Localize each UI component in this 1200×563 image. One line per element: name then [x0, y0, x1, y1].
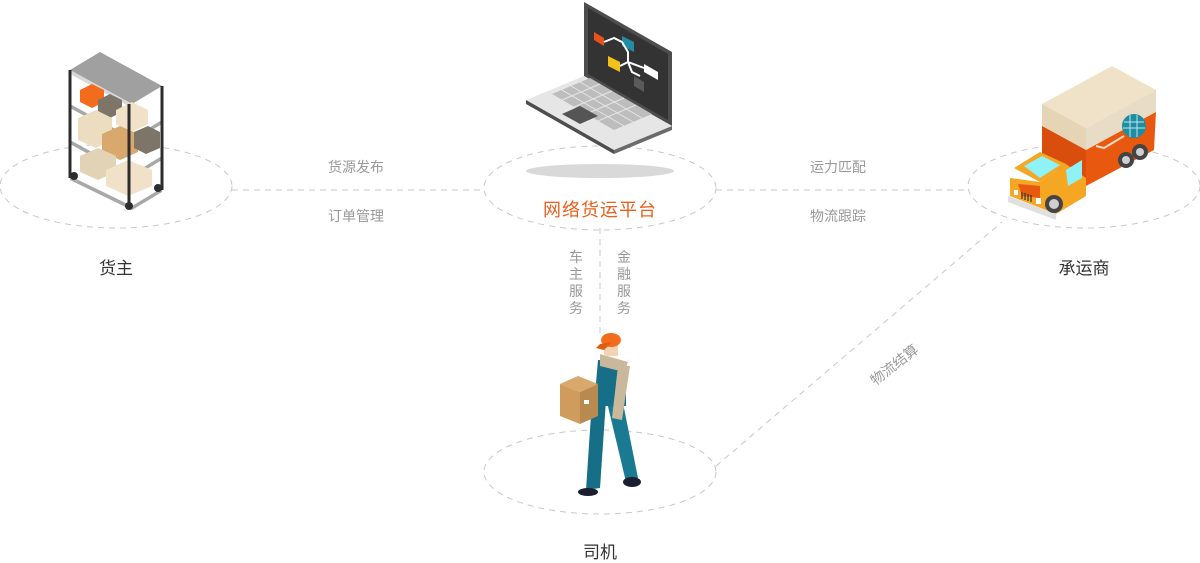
- shipper-label: 货主: [99, 259, 133, 279]
- laptop-icon: [526, 2, 674, 178]
- shipper-ring: [0, 143, 233, 229]
- carrier-label: 承运商: [1058, 259, 1110, 279]
- platform-ring: [483, 145, 717, 231]
- driver-ring: [483, 429, 717, 515]
- driver-label: 司机: [583, 543, 617, 563]
- worker-icon: [560, 333, 641, 496]
- link-label-order-management: 订单管理: [328, 209, 384, 225]
- shelf-icon: [68, 52, 164, 210]
- link-label-finance-service: 金融服务: [617, 250, 631, 317]
- link-label-logistics-tracking: 物流跟踪: [810, 209, 866, 225]
- truck-icon: [1008, 66, 1156, 220]
- platform-title: 网络货运平台: [543, 200, 657, 221]
- link-label-capacity-matching: 运力匹配: [810, 160, 866, 176]
- connector-driver-carrier: [715, 221, 1003, 467]
- link-label-owner-service: 车主服务: [569, 250, 583, 317]
- link-label-source-publish: 货源发布: [328, 160, 384, 176]
